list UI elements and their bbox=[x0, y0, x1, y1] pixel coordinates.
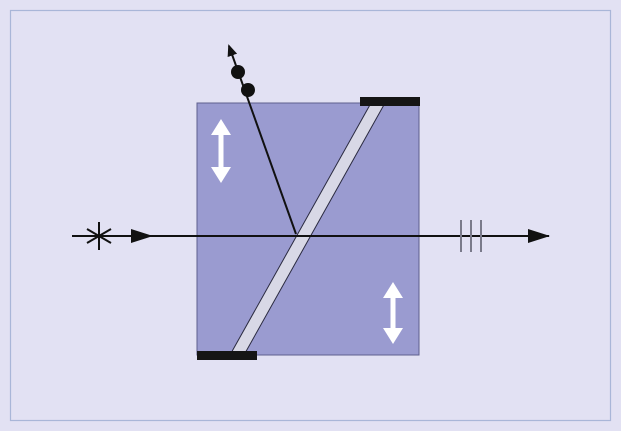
asterisk-icon bbox=[86, 222, 112, 250]
parallel-lines-icon bbox=[460, 220, 482, 252]
outer-frame bbox=[9, 9, 612, 422]
input-arrow-icon bbox=[131, 229, 153, 243]
top-mount-plate bbox=[360, 97, 420, 106]
output-arrow-icon bbox=[528, 229, 550, 243]
double-arrow-icon-bottom bbox=[383, 282, 403, 344]
dots-icon bbox=[231, 65, 255, 97]
double-arrow-icon-top bbox=[211, 119, 231, 183]
bottom-mount-plate bbox=[197, 351, 257, 360]
